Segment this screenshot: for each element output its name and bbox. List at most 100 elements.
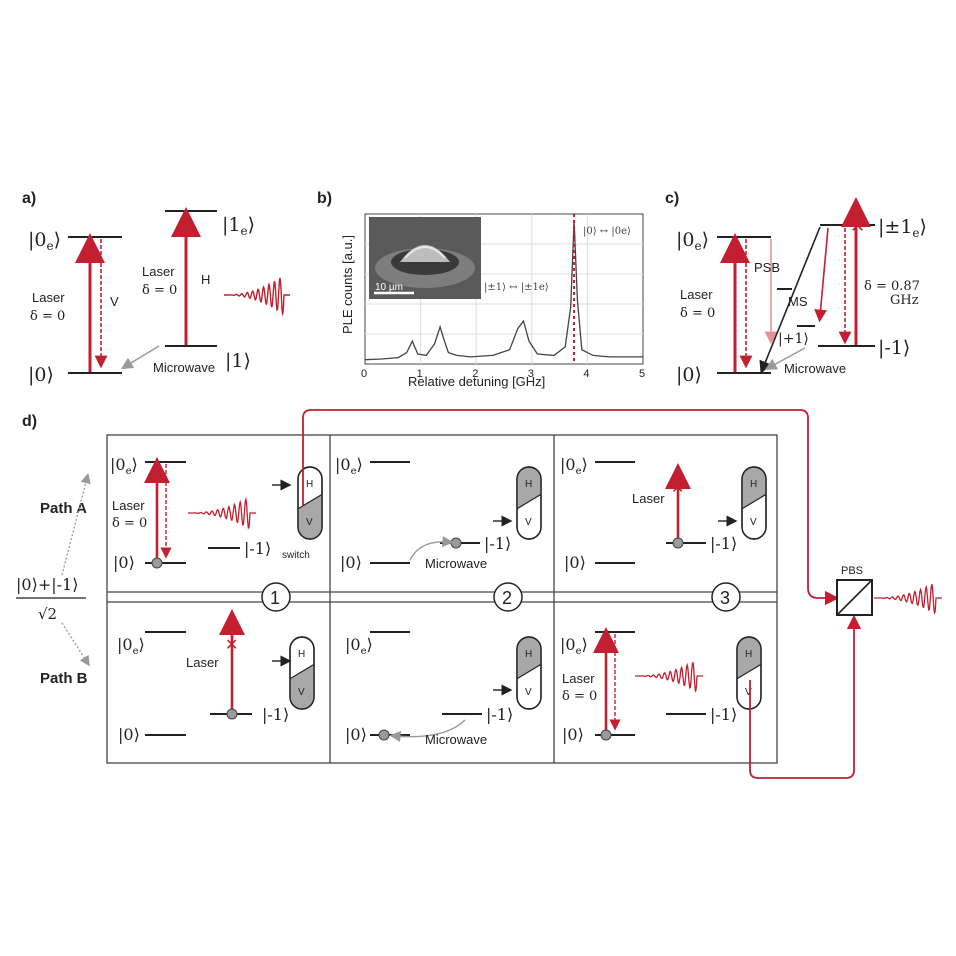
superposition-denominator: √2 <box>38 605 57 623</box>
step-1-marker: 1 <box>261 582 291 612</box>
svg-text:|0e⟩: |0e⟩ <box>335 455 363 477</box>
pol-v-label: V <box>750 517 757 528</box>
ple-spectrum-line <box>364 221 643 361</box>
switch-pill-a3: HV <box>741 466 767 540</box>
annotation-pm1: |±1⟩ ↔ |±1e⟩ <box>484 282 549 293</box>
x-tick-label: 2 <box>472 368 478 380</box>
switch-pill-a1: HV <box>297 466 323 540</box>
svg-text:|0e⟩: |0e⟩ <box>110 455 138 477</box>
step-3-marker: 3 <box>711 582 741 612</box>
laser-label: Laser <box>32 290 65 305</box>
svg-text:|0⟩: |0⟩ <box>562 725 584 744</box>
x-tick-label: 4 <box>583 368 589 380</box>
svg-text:Laser: Laser <box>112 498 145 513</box>
switch-pill-a2: HV <box>516 466 542 540</box>
ghz-label: GHz <box>890 293 919 308</box>
svg-text:|-1⟩: |-1⟩ <box>710 534 737 553</box>
annotation-0: |0⟩ ↔ |0e⟩ <box>583 226 631 237</box>
svg-text:|0e⟩: |0e⟩ <box>117 635 145 657</box>
pol-v-label: V <box>298 687 305 698</box>
pol-v-label: V <box>745 687 752 698</box>
state-pm1e-label: |±1e⟩ <box>878 216 927 240</box>
output-wavepacket <box>874 584 942 615</box>
microwave-label: Microwave <box>153 360 215 375</box>
svg-text:|0⟩: |0⟩ <box>340 553 362 572</box>
switch-pill-b2: HV <box>516 636 542 710</box>
panel-b-label: b) <box>317 190 332 207</box>
svg-text:Microwave: Microwave <box>425 732 487 747</box>
ms-label: MS <box>788 294 808 309</box>
cell-path-a-step-1: |0e⟩ |0⟩ |-1⟩ Laser δ = 0 switch <box>110 455 310 572</box>
microwave-label: Microwave <box>784 361 846 376</box>
state-0-label: |0⟩ <box>28 364 54 386</box>
panel-c: c) |0e⟩ |±1e⟩ |0⟩ |-1⟩ |+1⟩ ✕ Laser δ = … <box>665 190 927 386</box>
path-a-label: Path A <box>40 500 87 517</box>
pol-h-label: H <box>201 272 210 287</box>
svg-text:2: 2 <box>502 588 512 608</box>
y-axis-label: PLE counts [a.u.] <box>340 235 355 334</box>
svg-text:|0⟩: |0⟩ <box>118 725 140 744</box>
scalebar-label: 10 µm <box>375 282 403 293</box>
svg-text:Laser: Laser <box>632 491 665 506</box>
svg-text:|-1⟩: |-1⟩ <box>486 705 513 724</box>
switch-pill-b3: HV <box>736 636 762 710</box>
svg-text:Microwave: Microwave <box>425 556 487 571</box>
pol-v-label: V <box>110 294 119 309</box>
delta087-label: δ = 0.87 <box>864 279 920 294</box>
svg-text:|-1⟩: |-1⟩ <box>710 705 737 724</box>
svg-text:δ = 0: δ = 0 <box>562 689 597 704</box>
pol-h-label: H <box>750 479 757 490</box>
state-minus1-label: |-1⟩ <box>878 337 910 359</box>
step-2-marker: 2 <box>493 582 523 612</box>
svg-text:|0⟩: |0⟩ <box>113 553 135 572</box>
path-b-optical-route <box>749 614 862 779</box>
svg-text:|0e⟩: |0e⟩ <box>345 635 373 657</box>
state-0-label: |0⟩ <box>676 364 702 386</box>
path-a-optical-route <box>302 409 840 606</box>
svg-text:✕: ✕ <box>225 637 238 654</box>
microwave-arrow <box>120 345 160 370</box>
delta-label: δ = 0 <box>680 306 715 321</box>
decay-arrow-plus1 <box>814 227 829 323</box>
pbs-label: PBS <box>841 565 863 577</box>
sem-inset-image: 10 µm <box>369 217 481 299</box>
panel-c-label: c) <box>665 190 679 207</box>
photon-wavepacket <box>224 277 290 317</box>
path-b-label: Path B <box>40 670 88 687</box>
psb-label: PSB <box>754 260 780 275</box>
microwave-arrow <box>764 347 806 370</box>
svg-text:|0e⟩: |0e⟩ <box>560 455 588 477</box>
pol-h-label: H <box>745 649 752 660</box>
laser-label-2: Laser <box>142 264 175 279</box>
cell-path-a-step-3: |0e⟩ |0⟩ |-1⟩ ✕ Laser <box>560 455 737 572</box>
cell-path-a-step-2: |0e⟩ |0⟩ |-1⟩ Microwave <box>335 455 511 572</box>
pol-h-label: H <box>525 649 532 660</box>
cell-path-b-step-3: |0e⟩ |0⟩ |-1⟩ Laser δ = 0 <box>560 627 737 744</box>
pol-v-label: V <box>525 687 532 698</box>
svg-text:δ = 0: δ = 0 <box>112 516 147 531</box>
svg-text:switch: switch <box>282 550 310 561</box>
state-0e-label: |0e⟩ <box>28 229 61 253</box>
panel-d: d) 1 2 3 Path A Path B |0⟩+|-1⟩ √2 <box>16 409 942 779</box>
delta-label-2: δ = 0 <box>142 283 177 298</box>
cell-path-b-step-2: |0e⟩ |0⟩ |-1⟩ Microwave <box>345 631 513 747</box>
x-tick-label: 5 <box>639 368 645 380</box>
svg-text:Laser: Laser <box>562 671 595 686</box>
cross-icon: ✕ <box>850 216 865 236</box>
svg-text:Laser: Laser <box>186 655 219 670</box>
pol-h-label: H <box>298 649 305 660</box>
svg-text:✕: ✕ <box>671 480 684 497</box>
pol-v-label: V <box>525 517 532 528</box>
panel-a-label: a) <box>22 190 36 207</box>
svg-text:|-1⟩: |-1⟩ <box>484 534 511 553</box>
panel-a: a) |0e⟩ |0⟩ |1e⟩ |1⟩ Laser δ = 0 V Laser… <box>22 190 290 386</box>
process-grid-frame <box>106 434 778 764</box>
svg-text:|0⟩: |0⟩ <box>345 725 367 744</box>
svg-text:|0⟩: |0⟩ <box>564 553 586 572</box>
pbs-beamsplitter: PBS <box>836 565 873 616</box>
pol-v-label: V <box>306 517 313 528</box>
state-1-label: |1⟩ <box>225 350 251 372</box>
svg-text:3: 3 <box>720 588 730 608</box>
pol-h-label: H <box>525 479 532 490</box>
